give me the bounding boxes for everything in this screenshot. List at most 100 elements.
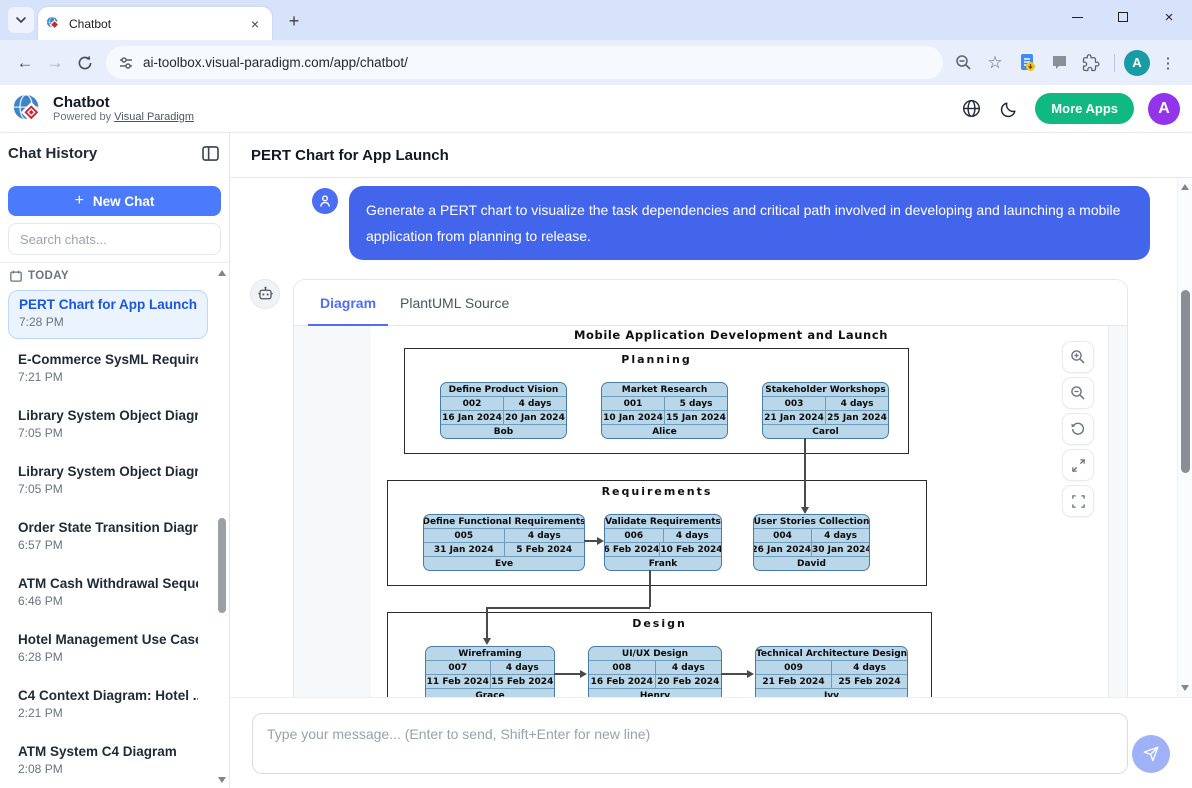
new-tab-button[interactable]: + (288, 10, 300, 31)
browser-titlebar: Chatbot × + × (0, 0, 1192, 40)
connector-line (584, 540, 598, 542)
zoom-page-icon[interactable] (949, 49, 977, 77)
sidebar-divider (0, 262, 229, 263)
visual-paradigm-link[interactable]: Visual Paradigm (114, 111, 195, 123)
bot-avatar (250, 279, 280, 309)
connector-line (486, 607, 488, 639)
browser-toolbar: ← → ai-toolbox.visual-paradigm.com/app/c… (0, 40, 1192, 85)
diagram-controls (1062, 341, 1094, 517)
scroll-up-icon[interactable] (218, 270, 226, 276)
message-input[interactable] (252, 713, 1128, 774)
tab-close-icon[interactable]: × (250, 15, 260, 32)
bot-message-row: Diagram PlantUML Source Mobile Applicati… (250, 279, 1192, 697)
connector-line (721, 673, 748, 675)
scrollbar-thumb[interactable] (1181, 290, 1190, 473)
reload-icon[interactable] (70, 48, 100, 78)
chat-history-title: Chat History (8, 145, 98, 162)
collapse-panel-icon[interactable] (202, 146, 219, 161)
app-title: Chatbot (53, 94, 110, 111)
chat-item[interactable]: C4 Context Diagram: Hotel ...2:21 PM (18, 688, 198, 720)
chat-item[interactable]: ATM Cash Withdrawal Seque...6:46 PM (18, 576, 198, 608)
diagram-viewport[interactable]: Mobile Application Development and Launc… (294, 326, 1127, 697)
arrowhead-icon (747, 670, 754, 678)
pert-diagram: Mobile Application Development and Launc… (371, 326, 1109, 697)
user-message-bubble: Generate a PERT chart to visualize the t… (349, 186, 1150, 260)
chat-item[interactable]: E-Commerce SysML Require...7:21 PM (18, 352, 198, 384)
zoom-out-button[interactable] (1062, 377, 1094, 409)
user-avatar[interactable]: A (1148, 92, 1180, 125)
send-plane-icon (1143, 746, 1159, 762)
more-apps-button[interactable]: More Apps (1035, 93, 1134, 124)
send-button[interactable] (1132, 735, 1170, 773)
diagram-card: Diagram PlantUML Source Mobile Applicati… (293, 279, 1128, 697)
app-header: Chatbot Powered by Visual Paradigm More … (0, 85, 1192, 133)
new-chat-button[interactable]: + New Chat (8, 186, 221, 216)
tab-search-chevron-icon[interactable] (8, 7, 34, 33)
tab-plantuml-source[interactable]: PlantUML Source (400, 294, 510, 311)
chat-scrollbar[interactable] (1177, 178, 1192, 697)
reset-view-button[interactable] (1062, 413, 1094, 445)
scroll-down-icon[interactable] (218, 777, 226, 783)
extensions-puzzle-icon[interactable] (1077, 49, 1105, 77)
browser-profile-avatar[interactable]: A (1124, 49, 1150, 76)
forward-icon[interactable]: → (46, 52, 64, 72)
visual-paradigm-logo (13, 93, 42, 123)
connector-line (486, 607, 650, 609)
main-area: PERT Chart for App Launch Generate a PER… (230, 133, 1192, 788)
window-maximize-button[interactable] (1100, 0, 1146, 34)
expand-button[interactable] (1062, 449, 1094, 481)
bookmark-star-icon[interactable]: ☆ (987, 52, 1003, 72)
arrowhead-icon (483, 638, 491, 645)
arrowhead-icon (801, 507, 809, 514)
zoom-in-button[interactable] (1062, 341, 1094, 373)
tab-title: Chatbot (69, 16, 112, 31)
tab-favicon-icon (46, 16, 60, 30)
connector-line (554, 673, 581, 675)
tab-diagram[interactable]: Diagram (308, 280, 389, 326)
back-icon[interactable]: ← (16, 52, 34, 72)
card-tabs: Diagram PlantUML Source (294, 280, 1127, 326)
user-message-avatar (312, 188, 338, 214)
connector-line (804, 438, 806, 508)
search-input[interactable] (8, 223, 221, 255)
chat-item[interactable]: Order State Transition Diagra...6:57 PM (18, 520, 198, 552)
connector-line (649, 570, 651, 607)
window-minimize-button[interactable] (1054, 0, 1100, 34)
url-text: ai-toolbox.visual-paradigm.com/app/chatb… (143, 55, 408, 70)
comment-extension-icon[interactable] (1045, 49, 1073, 77)
site-settings-icon[interactable] (118, 55, 134, 71)
fullscreen-button[interactable] (1062, 485, 1094, 517)
docs-extension-icon[interactable] (1013, 49, 1041, 77)
browser-menu-icon[interactable]: ⋮ (1160, 54, 1176, 72)
sidebar-scrollbar[interactable] (216, 266, 228, 788)
app-brand: Chatbot Powered by Visual Paradigm (12, 93, 194, 125)
browser-tab[interactable]: Chatbot × (38, 7, 272, 40)
diagram-title: Mobile Application Development and Launc… (573, 328, 889, 342)
scroll-up-icon[interactable] (1181, 184, 1189, 190)
url-bar[interactable]: ai-toolbox.visual-paradigm.com/app/chatb… (106, 46, 943, 79)
window-close-button[interactable]: × (1164, 8, 1174, 26)
robot-icon (257, 286, 273, 299)
toolbar-separator (1114, 53, 1115, 72)
scroll-down-icon[interactable] (1181, 685, 1189, 691)
language-globe-icon[interactable] (959, 97, 983, 121)
section-label: TODAY (28, 270, 69, 282)
chat-item[interactable]: Library System Object Diagr...7:05 PM (18, 464, 198, 496)
conversation-header: PERT Chart for App Launch (230, 133, 1192, 178)
chat-item[interactable]: Library System Object Diagr...7:05 PM (18, 408, 198, 440)
scrollbar-thumb[interactable] (218, 518, 226, 613)
dark-mode-moon-icon[interactable] (997, 97, 1021, 121)
